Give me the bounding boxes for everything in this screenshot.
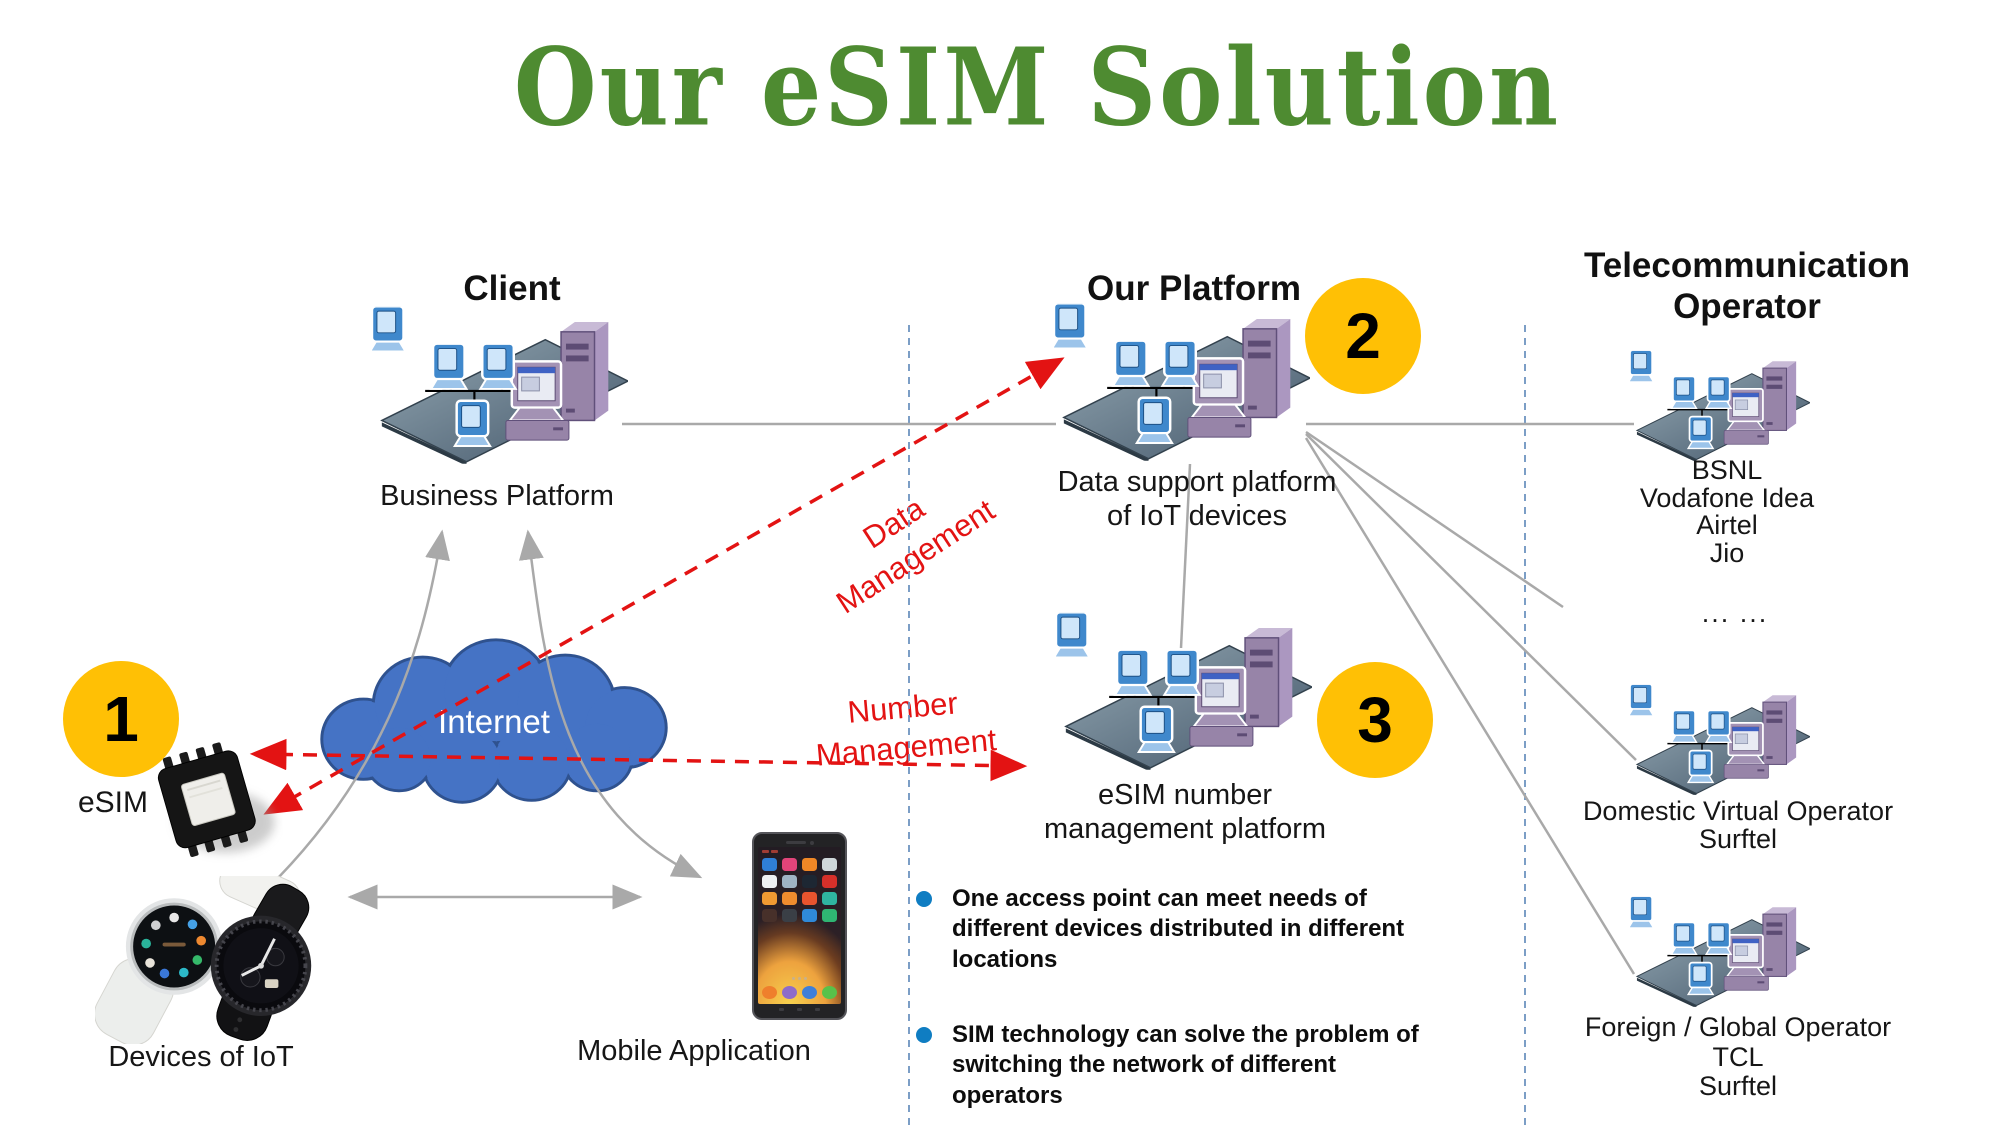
bullet-sim-technology: SIM technology can solve the problem of … xyxy=(916,1020,1476,1111)
foreign-global-operator-label: Foreign / Global Operator TCL Surftel xyxy=(1584,1012,1892,1101)
bullet-dot-icon xyxy=(916,891,932,907)
phone-to-business-arrow xyxy=(518,529,703,879)
platform-to-domestic-line xyxy=(1305,433,1637,761)
phone-dock xyxy=(761,986,838,1000)
mobile-application-label: Mobile Application xyxy=(577,1035,811,1067)
heading-our-platform: Our Platform xyxy=(1087,269,1301,308)
telecom-operator-network-icon xyxy=(1630,350,1810,461)
foreign-operator-network-icon xyxy=(1630,896,1810,1007)
page-title: Our eSIM Solution xyxy=(513,26,1562,151)
operator-ellipsis: ... ... xyxy=(1701,598,1769,628)
data-to-esim-connector xyxy=(1179,463,1192,649)
black-smartwatch-icon xyxy=(210,883,312,1041)
number-management-arrow xyxy=(249,738,1028,782)
heading-telecom-operator: Telecommunication Operator xyxy=(1583,246,1911,327)
business-platform-icon xyxy=(372,306,628,464)
esim-chip-icon xyxy=(157,742,275,858)
domestic-operator-network-icon xyxy=(1630,684,1810,795)
esim-number-platform-label: eSIM number management platform xyxy=(1043,779,1327,845)
iot-smartwatch-icons xyxy=(95,876,312,1044)
bullet-dot-icon xyxy=(916,1027,932,1043)
bullet-access-point: One access point can meet needs of diffe… xyxy=(916,884,1476,975)
business-platform-label: Business Platform xyxy=(380,480,614,512)
platform-to-foreign-line xyxy=(1304,437,1636,975)
iot-to-business-arrow xyxy=(277,529,450,879)
telecom-operator-list: BSNL Vodafone Idea Airtel Jio xyxy=(1639,455,1815,568)
esim-number-platform-icon xyxy=(1056,612,1312,770)
domestic-virtual-operator-label: Domestic Virtual Operator Surftel xyxy=(1582,796,1894,854)
step-badge-2: 2 xyxy=(1305,278,1421,394)
smartphone-screen xyxy=(758,847,841,1004)
platform-fan-line-ellipsis xyxy=(1305,430,1564,609)
esim-chip-label: eSIM xyxy=(77,786,149,819)
data-management-arrow xyxy=(263,357,1065,815)
data-support-platform-label: Data support platform of IoT devices xyxy=(1057,466,1337,532)
data-support-platform-icon xyxy=(1054,303,1310,461)
heading-client: Client xyxy=(463,269,561,308)
smartphone-icon xyxy=(752,832,847,1020)
step-badge-1: 1 xyxy=(63,661,179,777)
devices-of-iot-label: Devices of IoT xyxy=(108,1041,294,1073)
phone-app-grid xyxy=(761,858,838,922)
step-badge-3: 3 xyxy=(1317,662,1433,778)
